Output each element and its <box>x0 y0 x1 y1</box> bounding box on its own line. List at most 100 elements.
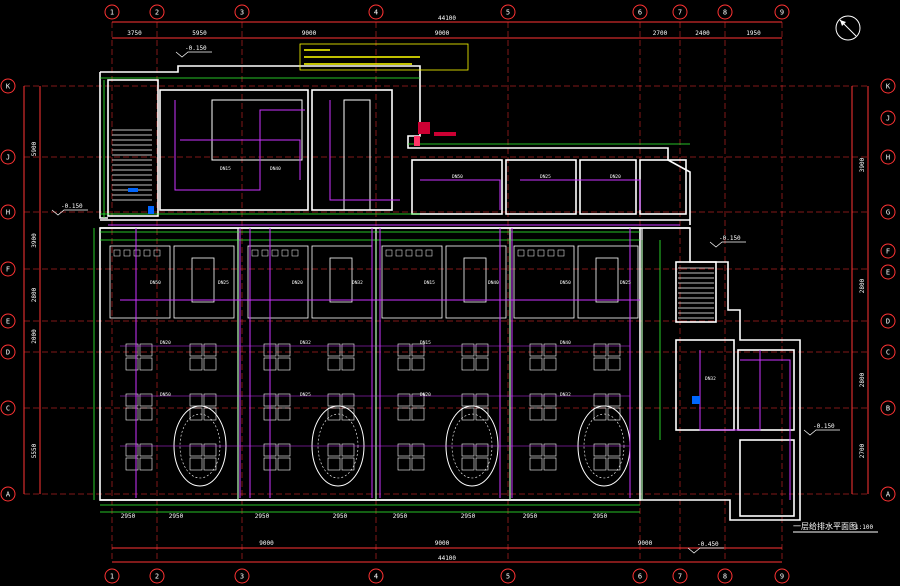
axis-bubble-left: C <box>0 400 16 416</box>
axis-label: B <box>886 405 890 413</box>
stairs <box>112 129 714 319</box>
dim-bay: 2950 <box>121 513 136 520</box>
axis-bubble-right: F <box>880 243 896 259</box>
pipe-size-tag: DN20 <box>160 340 171 346</box>
axis-label: C <box>886 349 890 357</box>
axis-label: 3 <box>240 9 244 17</box>
axis-label: 9 <box>780 573 784 581</box>
axis-label: 7 <box>678 9 682 17</box>
level-mark: -0.150 <box>175 45 212 58</box>
level-value: -0.150 <box>185 45 207 52</box>
axis-label: F <box>886 248 890 256</box>
dim-bottom: 9000 <box>435 540 450 547</box>
axis-bubble-top: 6 <box>632 4 648 20</box>
axis-label: 1 <box>110 9 114 17</box>
dim-top: 1950 <box>746 30 761 37</box>
axis-label: H <box>886 154 890 162</box>
drawing-scale: 1:100 <box>855 524 873 531</box>
pipe-size-tag: DN25 <box>300 392 311 398</box>
level-marks: -0.150-0.150-0.150-0.150-0.450 <box>51 45 840 554</box>
dim-right: 2800 <box>859 372 866 387</box>
dim-right: 3900 <box>859 157 866 172</box>
pipe-size-tag: DN32 <box>705 376 716 382</box>
axis-label: J <box>6 154 10 162</box>
dim-top: 2400 <box>695 30 710 37</box>
pipe-size-tag: DN32 <box>352 280 363 286</box>
axis-bubble-top: 8 <box>717 4 733 20</box>
axis-label: 5 <box>506 573 510 581</box>
axis-label: 4 <box>374 9 378 17</box>
axis-bubble-top: 5 <box>500 4 516 20</box>
axis-label: 6 <box>638 573 642 581</box>
pipe-size-tag: DN50 <box>560 280 571 286</box>
pipe-size-tag: DN20 <box>610 174 621 180</box>
axis-label: G <box>886 209 890 217</box>
axis-bubble-right: A <box>880 486 896 502</box>
level-mark: -0.150 <box>709 235 746 248</box>
axis-bubble-right: H <box>880 149 896 165</box>
dim-left: 3900 <box>31 233 38 248</box>
plumbing-pipes <box>108 100 791 500</box>
axis-bubble-bottom: 9 <box>774 568 790 584</box>
pipe-size-tag: DN32 <box>560 392 571 398</box>
axis-label: D <box>6 349 10 357</box>
axis-bubble-bottom: 4 <box>368 568 384 584</box>
axis-label: E <box>6 318 10 326</box>
axis-bubble-right: D <box>880 313 896 329</box>
pipe-size-tag: DN50 <box>452 174 463 180</box>
axis-bubble-top: 7 <box>672 4 688 20</box>
level-mark: -0.150 <box>803 423 840 436</box>
dim-top: 9000 <box>435 30 450 37</box>
axis-label: H <box>6 209 10 217</box>
level-value: -0.150 <box>813 423 835 430</box>
axis-label: K <box>6 83 11 91</box>
axis-bubble-left: J <box>0 149 16 165</box>
axis-label: F <box>6 266 10 274</box>
axis-bubble-right: K <box>880 78 896 94</box>
drawing-title-block: 一层给排水平面图 1:100 <box>793 521 878 533</box>
axis-bubble-top: 9 <box>774 4 790 20</box>
pipe-size-tag: DN15 <box>220 166 231 172</box>
axis-label: 3 <box>240 573 244 581</box>
level-value: -0.150 <box>719 235 741 242</box>
equipment-marks <box>128 122 700 404</box>
dim-bay: 2950 <box>169 513 184 520</box>
axis-bubble-right: J <box>880 110 896 126</box>
dim-bay: 2950 <box>593 513 608 520</box>
dim-bottom: 9000 <box>638 540 653 547</box>
axis-bubble-left: E <box>0 313 16 329</box>
axis-bubble-top: 4 <box>368 4 384 20</box>
axis-bubble-left: D <box>0 344 16 360</box>
axis-bubble-left: H <box>0 204 16 220</box>
bay-3 <box>381 228 511 500</box>
axis-bubble-bottom: 2 <box>149 568 165 584</box>
pipe-size-tag: DN40 <box>560 340 571 346</box>
pipe-size-tag: DN50 <box>150 280 161 286</box>
dim-bay: 2950 <box>523 513 538 520</box>
axis-label: A <box>886 491 891 499</box>
pipe-size-tag: DN25 <box>540 174 551 180</box>
axis-label: E <box>886 269 890 277</box>
dim-bottom-total: 44100 <box>438 555 456 562</box>
pipe-size-tag: DN50 <box>160 392 171 398</box>
dim-bay: 2950 <box>255 513 270 520</box>
pipe-size-tag: DN25 <box>620 280 631 286</box>
axis-label: J <box>886 115 890 123</box>
axis-bubble-right: G <box>880 204 896 220</box>
building-walls <box>99 65 801 521</box>
north-arrow-icon <box>835 15 861 41</box>
axis-bubble-right: C <box>880 344 896 360</box>
axis-label: 2 <box>155 9 159 17</box>
axis-label: D <box>886 318 890 326</box>
axis-label: 6 <box>638 9 642 17</box>
dim-left: 2800 <box>31 287 38 302</box>
dim-right: 2700 <box>859 443 866 458</box>
level-value: -0.150 <box>61 203 83 210</box>
axis-bubble-bottom: 3 <box>234 568 250 584</box>
axis-label: A <box>6 491 11 499</box>
axis-label: 4 <box>374 573 378 581</box>
axis-bubble-right: E <box>880 264 896 280</box>
axis-bubble-bottom: 7 <box>672 568 688 584</box>
axis-label: 8 <box>723 573 727 581</box>
